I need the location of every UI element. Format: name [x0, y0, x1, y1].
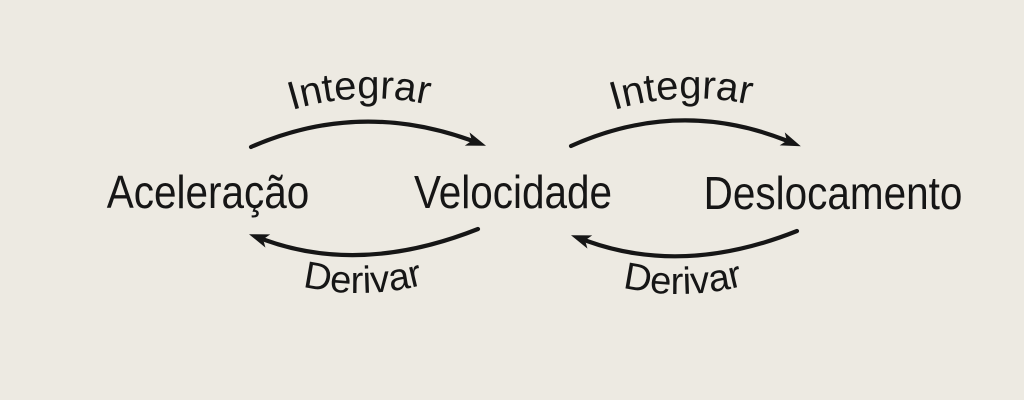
derivar-right-label-text: Derivar [621, 254, 746, 304]
derivar-left-label-text: Derivar [301, 253, 426, 303]
derivar-right-arrow [571, 228, 800, 259]
integrar-right-arrow [568, 118, 801, 149]
node-deslocamento-label: Deslocamento [703, 167, 963, 219]
integrar-right-label-text: Integrar [604, 63, 756, 119]
integrar-left-label: Integrar [282, 63, 434, 119]
node-aceleracao-label: Aceleração [106, 166, 310, 218]
integrar-left-arrow [248, 119, 487, 150]
node-aceleracao: Aceleração [93, 169, 323, 215]
derivar-left-arrow [249, 226, 481, 258]
node-deslocamento: Deslocamento [686, 170, 980, 216]
derivar-right-label: Derivar [621, 254, 746, 304]
node-velocidade-label: Velocidade [413, 166, 613, 218]
integrar-right-label: Integrar [604, 63, 756, 119]
node-velocidade: Velocidade [400, 169, 625, 215]
integrar-left-label-text: Integrar [282, 63, 434, 119]
derivar-left-label: Derivar [301, 253, 426, 303]
